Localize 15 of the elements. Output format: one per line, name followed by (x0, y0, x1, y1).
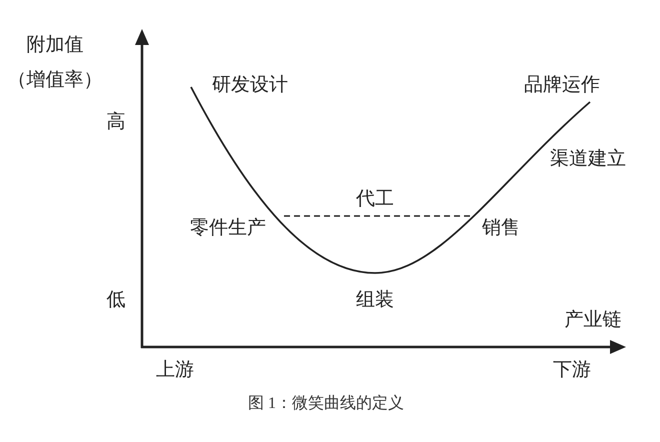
axis-title: （增值率） (8, 70, 102, 90)
curve-label: 销售 (482, 218, 520, 238)
curve-label: 研发设计 (212, 74, 288, 96)
curve-label: 品牌运作 (524, 74, 600, 96)
axis-label: 上游 (156, 360, 194, 380)
axis-label: 高 (106, 112, 126, 132)
line-label: 代工 (356, 188, 394, 210)
axis-label: 低 (106, 290, 126, 310)
curve-label: 零件生产 (190, 218, 266, 238)
axis-label: 下游 (553, 360, 591, 380)
axis-title: 产业链 (564, 310, 622, 330)
axis-title: 附加值 (26, 34, 84, 56)
curve-label: 渠道建立 (550, 148, 626, 170)
caption: 图 1：微笑曲线的定义 (248, 395, 404, 413)
curve-label: 组装 (356, 290, 394, 310)
